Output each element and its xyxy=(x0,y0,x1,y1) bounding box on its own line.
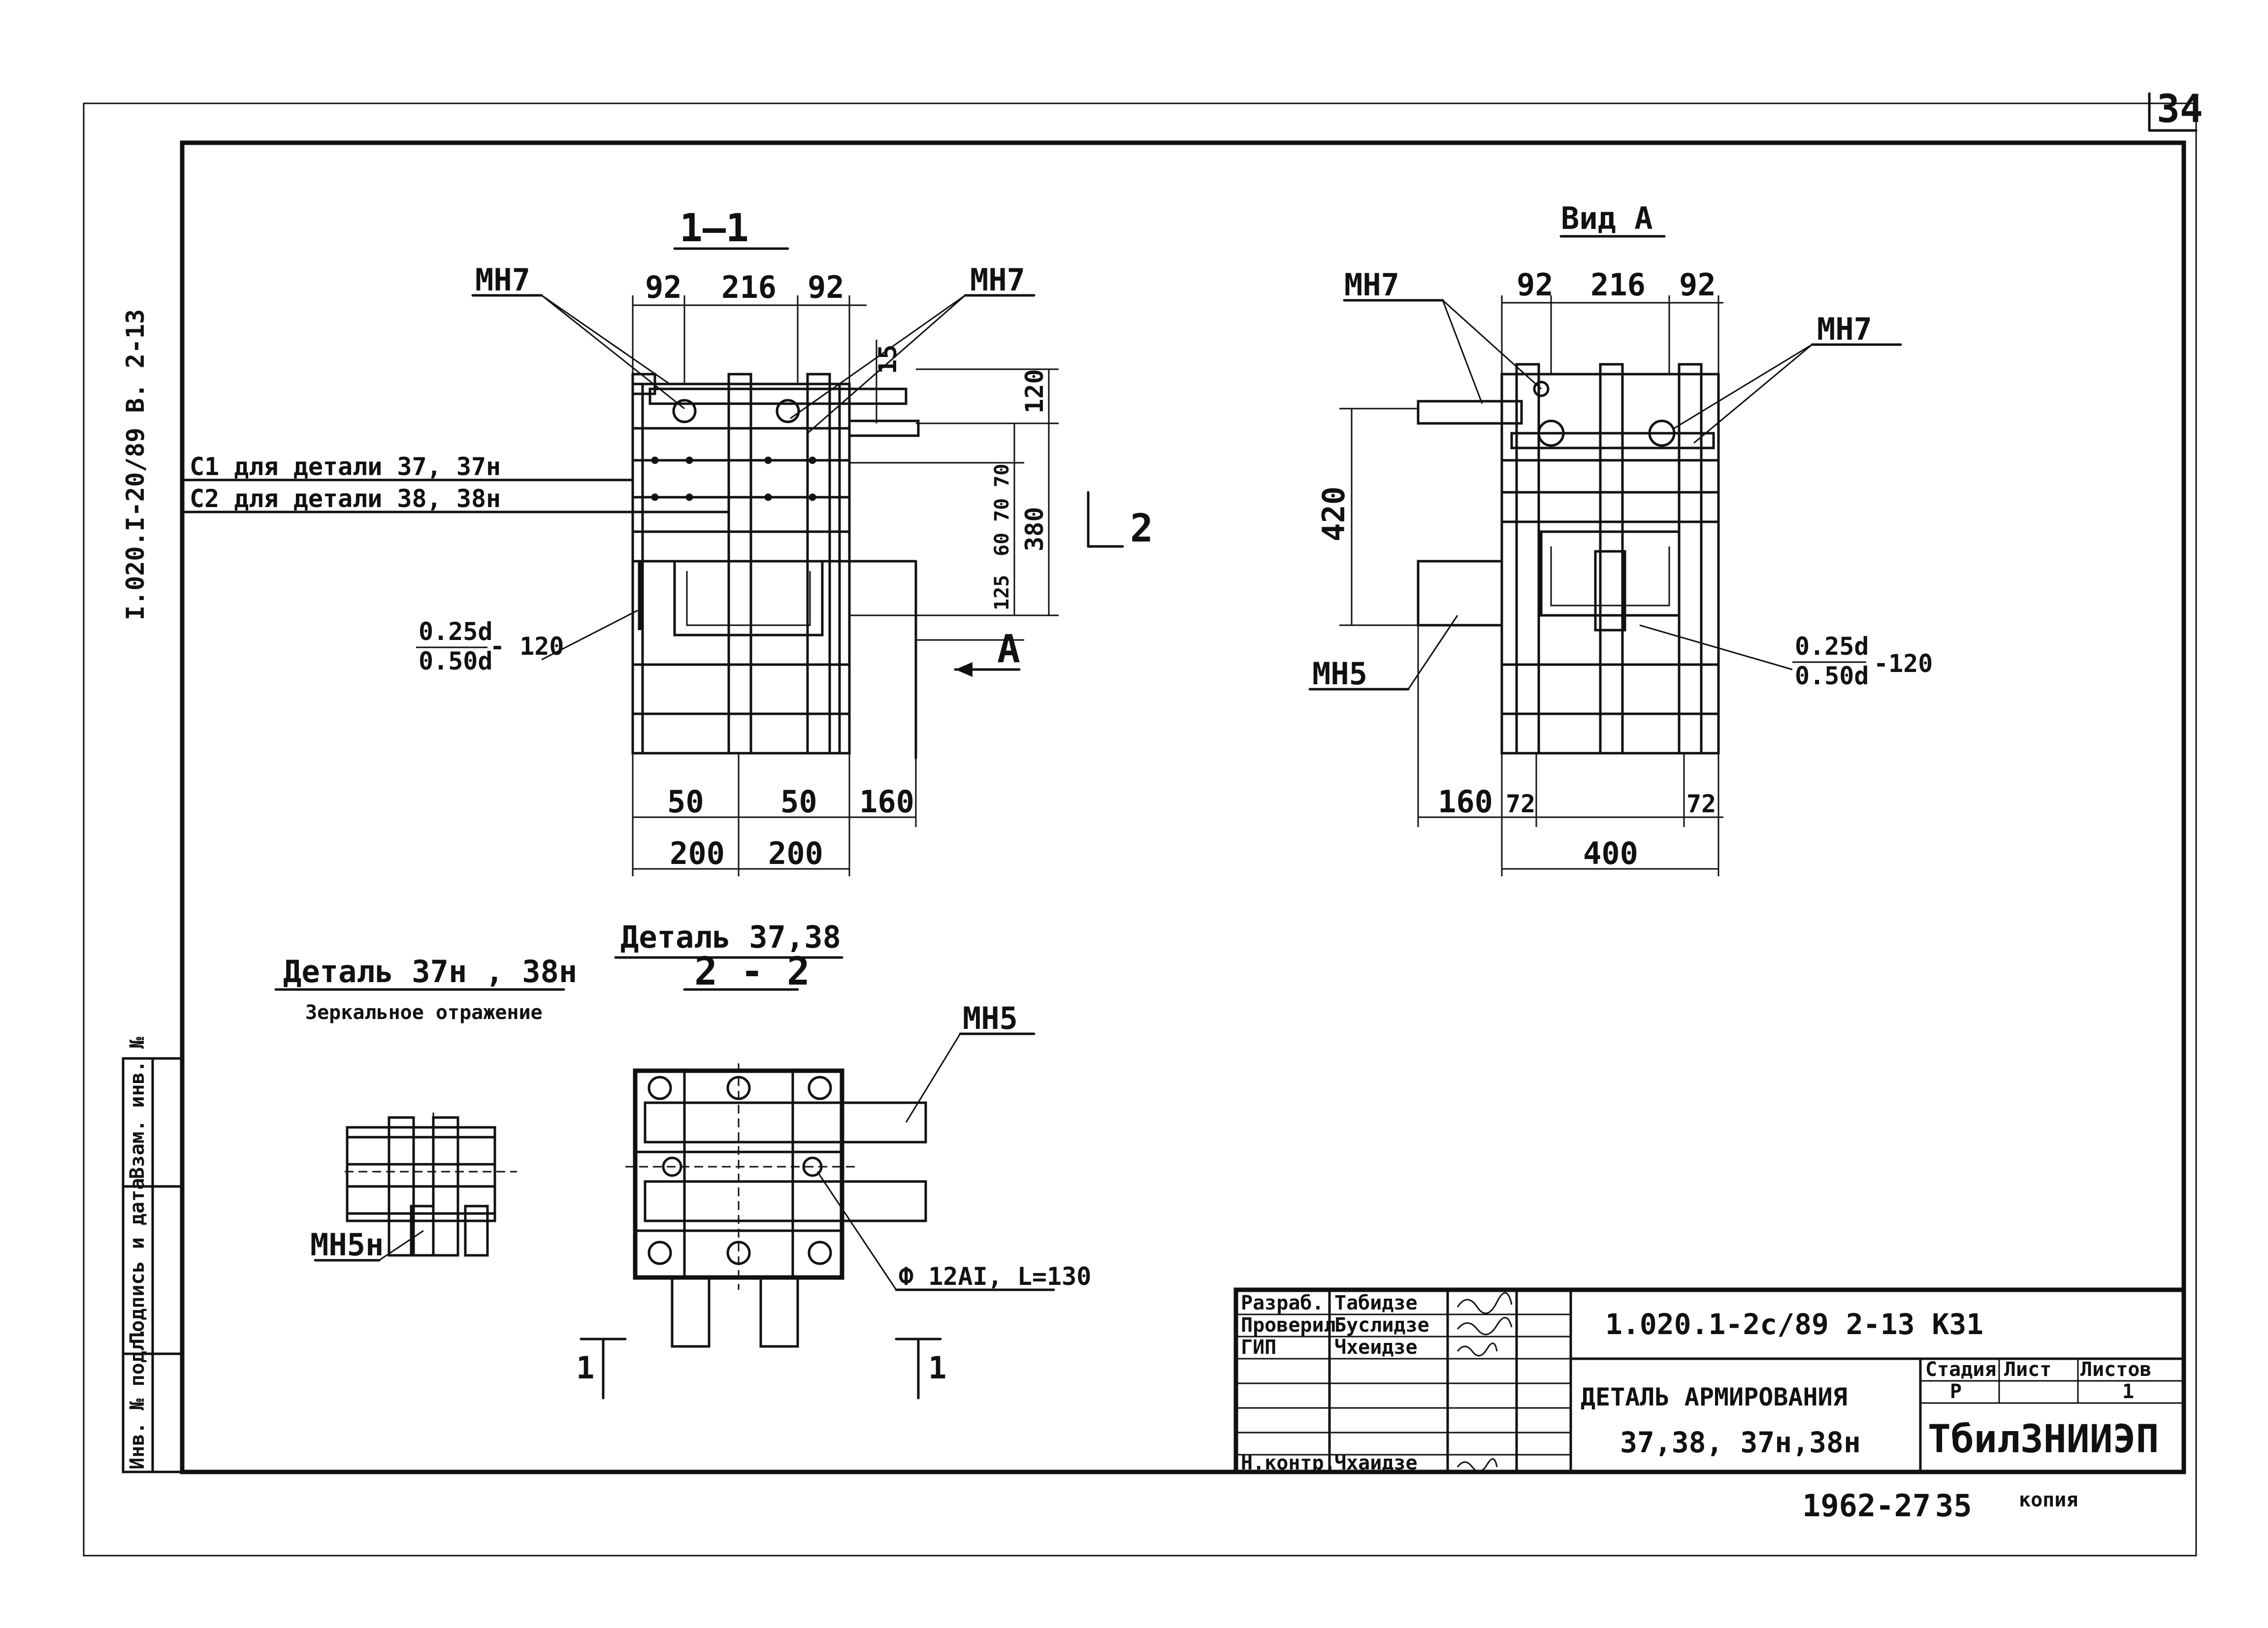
detail-mirror-subtitle: Зеркальное отражение xyxy=(305,1001,543,1024)
tb-sheet-hdr: Лист xyxy=(2004,1358,2051,1381)
c2-label: С2 для детали 38, 38н xyxy=(190,484,501,513)
s11-dim-160: 160 xyxy=(859,784,914,820)
tb-doc-code: 1.020.1-2с/89 2-13 КЗ1 xyxy=(1605,1308,1983,1341)
tb-role-2: Проверил xyxy=(1241,1314,1336,1337)
s11-dim-200a: 200 xyxy=(670,835,725,871)
s11-dim-200b: 200 xyxy=(768,835,823,871)
s11-dim-70a: 70 xyxy=(991,464,1013,487)
section-arrow-2: 2 xyxy=(1130,507,1153,551)
side-code: I.020.I-20/89 В. 2-13 xyxy=(121,309,150,620)
detail-mirror-drawing xyxy=(274,988,565,1262)
s11-label-mn7-left: МН7 xyxy=(475,262,530,298)
s11-dim-50b: 50 xyxy=(780,784,817,820)
va-dim-top-c: 92 xyxy=(1679,267,1716,303)
s11-dim-top-a: 92 xyxy=(645,269,682,305)
tb-drawing-title-b: 37,38, 37н,38н xyxy=(1620,1426,1861,1459)
section-1-1-drawing: 1—1 xyxy=(181,206,1124,876)
s11-dim-120: 120 xyxy=(1020,369,1049,414)
detail-mirror-title: Деталь 37н , 38н xyxy=(283,954,577,990)
s11-dim-70b: 70 xyxy=(991,498,1013,522)
s11-weld-len: - 120 xyxy=(490,632,564,661)
s11-weld-num-a: 0.25d xyxy=(419,617,493,646)
section-2-2-title-b: 2 - 2 xyxy=(694,950,810,994)
view-a-title: Вид А xyxy=(1561,200,1653,236)
tb-name-2: Буслидзе xyxy=(1334,1314,1429,1337)
tb-stage-hdr: Стадия xyxy=(1925,1358,1997,1381)
bottom-page: 35 xyxy=(1935,1488,1972,1524)
view-arrow-a: А xyxy=(997,627,1020,671)
va-weld-num-b: 0.50d xyxy=(1795,662,1869,690)
bottom-stamp: копия xyxy=(2019,1489,2078,1511)
va-label-mn7-right: МН7 xyxy=(1817,311,1872,347)
s11-dim-125: 125 xyxy=(991,575,1013,610)
title-block xyxy=(1233,1287,2186,1474)
s22-cut-left: 1 xyxy=(576,1350,594,1386)
va-weld-len: -120 xyxy=(1874,649,1933,678)
s11-dim-15: 15 xyxy=(874,345,902,374)
s22-label-mn5: МН5 xyxy=(963,1000,1018,1036)
va-label-mn7-left: МН7 xyxy=(1344,267,1399,303)
tb-role-1: Разраб. xyxy=(1241,1292,1324,1314)
page-number: 34 xyxy=(2157,87,2203,131)
section-2-2-title-a: Деталь 37,38 xyxy=(620,919,841,955)
s11-weld-num-b: 0.50d xyxy=(419,647,493,675)
s11-label-mn7-right: МН7 xyxy=(970,262,1025,298)
va-dim-top-b: 216 xyxy=(1590,267,1646,303)
section-2-2-drawing xyxy=(580,956,1055,1400)
va-label-mn5: МН5 xyxy=(1312,656,1367,692)
s11-dim-top-b: 216 xyxy=(721,269,777,305)
va-dim-160: 160 xyxy=(1438,784,1493,820)
s11-dim-50a: 50 xyxy=(667,784,704,820)
s22-bar-label: Ф 12АI, L=130 xyxy=(899,1262,1091,1291)
sheet-frame xyxy=(83,92,2198,1557)
tb-signatures xyxy=(1457,1292,1513,1472)
tb-sheets: 1 xyxy=(2122,1380,2134,1403)
detail-mirror-label: МН5н xyxy=(310,1227,384,1263)
tb-name-3: Чхеидзе xyxy=(1334,1336,1418,1359)
s11-dim-60: 60 xyxy=(991,533,1013,556)
tb-org: ТбилЗНИИЭП xyxy=(1928,1417,2159,1462)
tb-role-7: Н.контр. xyxy=(1241,1452,1336,1474)
stamp-cell-signature: Подпись и дата xyxy=(126,1178,149,1344)
tb-stage: Р xyxy=(1950,1380,1962,1403)
view-a-drawing xyxy=(1308,235,1902,876)
s11-dim-top-c: 92 xyxy=(808,269,844,305)
tb-role-3: ГИП xyxy=(1241,1336,1276,1359)
va-dim-400: 400 xyxy=(1583,835,1638,871)
tb-drawing-title-a: ДЕТАЛЬ АРМИРОВАНИЯ xyxy=(1581,1383,1847,1411)
va-dim-top-a: 92 xyxy=(1517,267,1554,303)
va-weld-num-a: 0.25d xyxy=(1795,632,1869,661)
va-dim-72b: 72 xyxy=(1686,790,1716,818)
va-dim-72a: 72 xyxy=(1506,790,1535,818)
c1-label: С1 для детали 37, 37н xyxy=(190,452,501,481)
tb-sheets-hdr: Листов xyxy=(2080,1358,2152,1381)
tb-name-7: Чхаидзе xyxy=(1334,1452,1418,1474)
side-stamp xyxy=(122,1057,184,1473)
section-1-1-title: 1—1 xyxy=(680,206,749,251)
tb-name-1: Табидзе xyxy=(1334,1292,1418,1314)
s22-cut-right: 1 xyxy=(928,1350,946,1386)
stamp-cell-inventory: Инв. № подл. xyxy=(126,1327,149,1469)
bottom-note: 1962-27 xyxy=(1802,1488,1931,1524)
stamp-cell-replacement: Взам. инв. № xyxy=(126,1037,149,1179)
va-dim-420: 420 xyxy=(1316,486,1352,542)
s11-dim-380: 380 xyxy=(1020,507,1049,551)
